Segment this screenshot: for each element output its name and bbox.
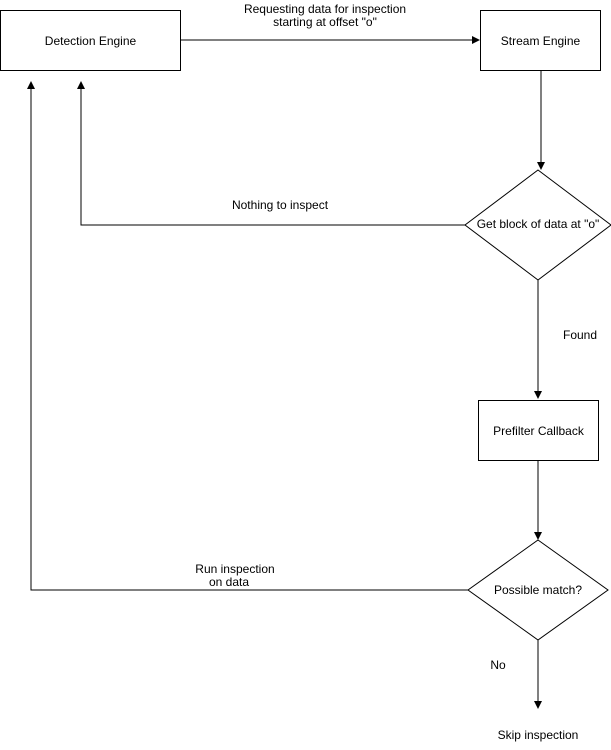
edge-nothing-to-inspect [77, 81, 465, 226]
edge-run-inspection [27, 81, 468, 591]
stream-engine-box[interactable]: Stream Engine [480, 10, 601, 71]
stream-engine-label: Stream Engine [500, 33, 581, 48]
run-inspection-label: Run inspection on data [180, 563, 290, 589]
detection-engine-label: Detection Engine [44, 33, 137, 48]
request-data-line1: Requesting data for inspection [243, 2, 407, 16]
detection-engine-box[interactable]: Detection Engine [0, 10, 181, 71]
run-inspection-line1: Run inspection [195, 562, 275, 576]
prefilter-callback-label: Prefilter Callback [493, 423, 584, 438]
run-inspection-line2: on data [208, 575, 250, 589]
possible-match-label: Possible match? [493, 583, 583, 597]
getblock-label: Get block of data at "o" [476, 217, 600, 231]
prefilter-callback-box[interactable]: Prefilter Callback [478, 400, 599, 461]
nothing-to-inspect-label: Nothing to inspect [231, 198, 329, 212]
request-data-label: Requesting data for inspection starting … [225, 3, 425, 29]
found-label: Found [562, 328, 598, 342]
request-data-line2: starting at offset "o" [273, 15, 377, 29]
no-label: No [490, 658, 506, 672]
skip-inspection-label: Skip inspection [497, 728, 579, 742]
